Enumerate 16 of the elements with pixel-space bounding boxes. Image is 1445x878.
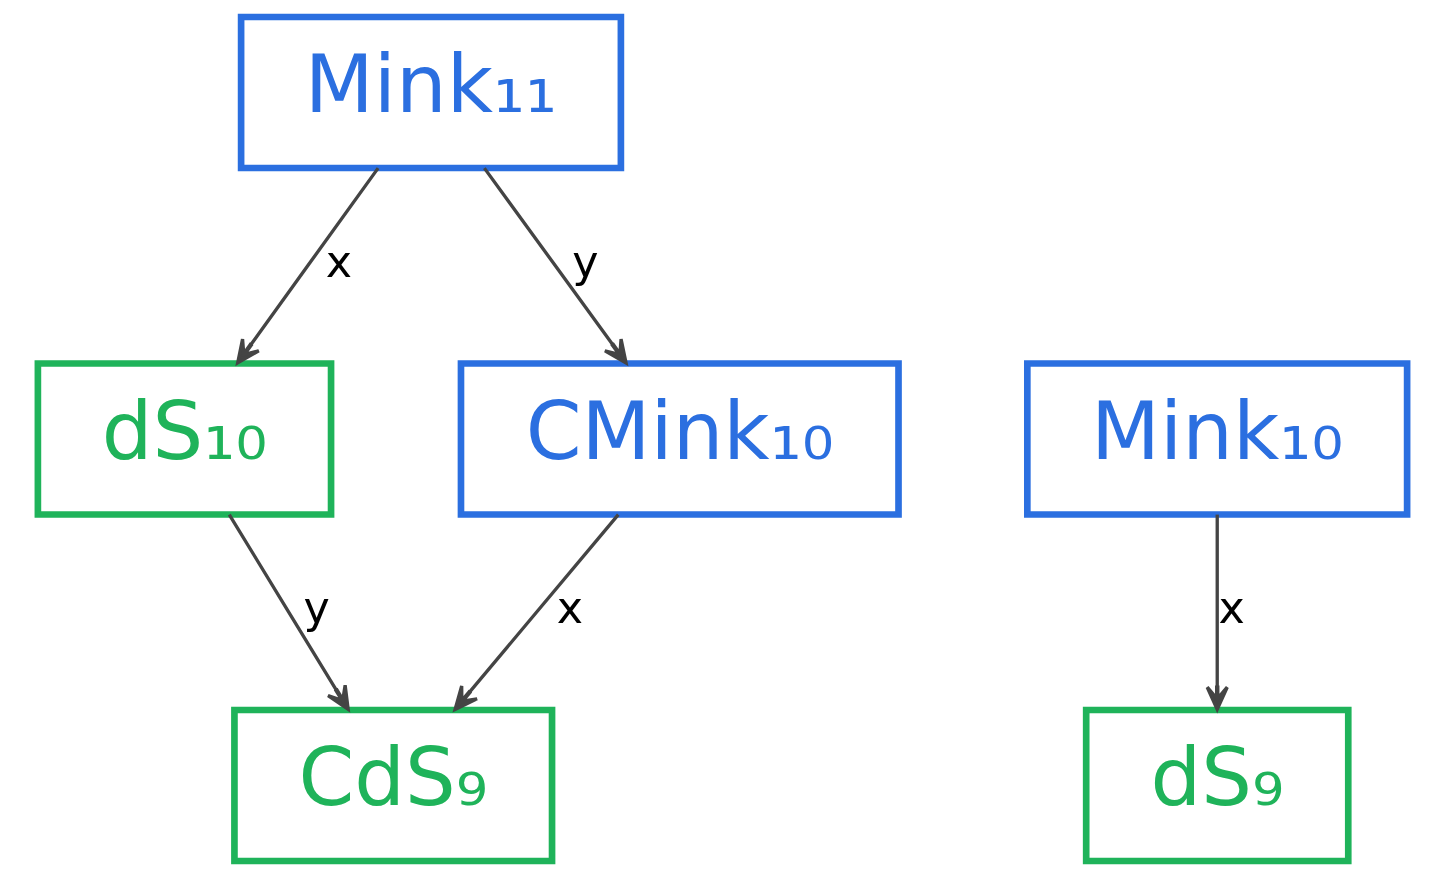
node-box: Mink₁₀: [1024, 360, 1411, 518]
edge-label: x: [325, 235, 352, 287]
node-box: dS₉: [1082, 706, 1352, 865]
edge-label: x: [556, 582, 583, 634]
edge-label: y: [572, 235, 599, 287]
arrow: [483, 167, 628, 365]
edge-label: x: [1218, 582, 1245, 634]
arrow: [453, 513, 620, 712]
arrow: [227, 513, 350, 712]
node-box: dS₁₀: [34, 360, 335, 518]
edge-label: y: [303, 582, 330, 634]
node-box: Mink₁₁: [237, 13, 625, 172]
arrow: [1205, 514, 1229, 712]
node-box: CdS₉: [231, 706, 556, 865]
node-box: CMink₁₀: [457, 360, 902, 518]
arrow: [236, 167, 380, 365]
